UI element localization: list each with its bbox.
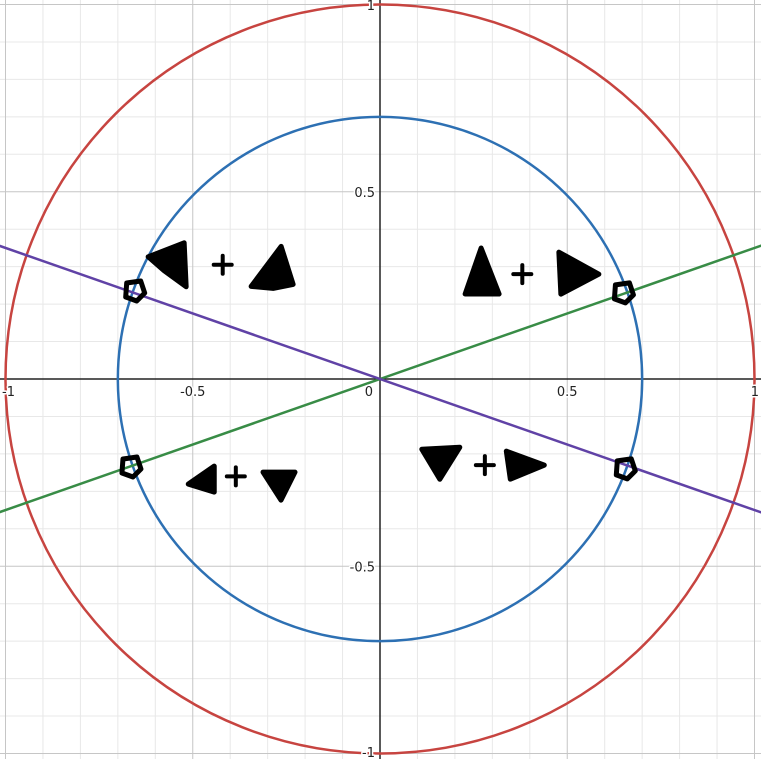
x-tick-label: -0.5 [180,385,205,400]
unit-circle [4,3,756,755]
y-tick-label: 1 [367,0,375,14]
x-tick-label: -1 [2,385,15,400]
plus-upper-right [511,263,534,286]
triangle-lower-left-a [185,463,217,495]
triangle-upper-left-a [145,240,189,290]
triangle-lower-left-b [260,469,298,503]
x-tick-label: 0.5 [557,385,578,400]
triangle-lower-right-b [503,448,547,482]
triangle-upper-left-b [248,243,296,291]
plus-lower-left [224,465,247,488]
triangle-upper-right-a [462,245,502,297]
triangle-upper-right-b [556,249,602,297]
origin-label: 0 [365,385,373,400]
y-tick-label: 0.5 [354,186,375,201]
plus-upper-left [211,253,234,276]
loop-lower-right [613,456,638,482]
inner-circle [116,115,644,643]
loop-upper-right [611,280,636,306]
x-tick-label: 1 [751,385,759,400]
plus-lower-right [473,454,496,477]
loop-lower-left [119,454,144,480]
y-tick-label: -0.5 [350,560,375,575]
triangle-lower-right-a [419,444,463,482]
loop-upper-left [123,278,148,304]
y-tick-label: -1 [362,746,375,759]
hand-drawn-marks [119,240,638,503]
